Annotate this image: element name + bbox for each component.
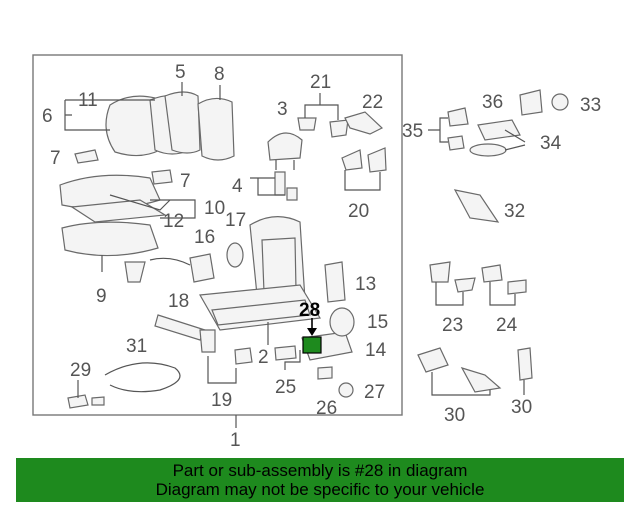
callout-20: 20 [348, 201, 369, 222]
callout-12: 12 [163, 211, 184, 232]
callout-30a: 30 [444, 405, 465, 426]
callout-24: 24 [496, 315, 518, 336]
info-banner: Part or sub-assembly is #28 in diagram D… [16, 458, 624, 502]
assembly-frame [32, 54, 403, 416]
seat-cushion-parts [59, 174, 196, 272]
callout-2: 2 [258, 347, 269, 368]
seat-back-cover-parts [64, 82, 235, 161]
callout-3: 3 [277, 99, 288, 120]
callout-26: 26 [316, 398, 337, 419]
seat-frame-assembly [199, 216, 321, 345]
callout-11: 11 [78, 90, 98, 111]
callout-22: 22 [362, 92, 383, 113]
parts-diagram: 1 2 3 4 5 6 7 7 8 9 10 11 12 13 14 15 16… [32, 54, 601, 451]
callout-18: 18 [168, 291, 189, 312]
callout-31: 31 [126, 336, 147, 357]
callout-6: 6 [42, 106, 53, 127]
callout-14: 14 [365, 340, 387, 361]
callout-15: 15 [367, 312, 388, 333]
callout-13: 13 [355, 274, 376, 295]
callout-36: 36 [482, 92, 503, 113]
callout-10: 10 [204, 198, 225, 219]
small-seat-parts [67, 149, 253, 409]
callout-7a: 7 [50, 148, 61, 169]
callout-7b: 7 [180, 171, 191, 192]
callout-8: 8 [214, 64, 225, 85]
part-28-highlight [302, 318, 322, 354]
callout-25: 25 [275, 377, 296, 398]
callout-23: 23 [442, 315, 463, 336]
callout-34: 34 [540, 133, 562, 154]
callout-33: 33 [580, 95, 601, 116]
banner-line-1: Part or sub-assembly is #28 in diagram [172, 461, 468, 480]
callout-1: 1 [230, 430, 241, 451]
callout-29: 29 [70, 360, 91, 381]
callout-9: 9 [96, 286, 107, 307]
banner-line-2: Diagram may not be specific to your vehi… [155, 480, 485, 499]
callout-16: 16 [194, 227, 215, 248]
callout-5: 5 [175, 62, 186, 83]
callout-21: 21 [310, 72, 331, 93]
callout-35: 35 [402, 121, 423, 142]
callout-28: 28 [299, 300, 320, 321]
callout-30b: 30 [511, 397, 532, 418]
callout-17: 17 [225, 210, 246, 231]
right-side-parts [417, 89, 569, 396]
headrest-parts [250, 93, 387, 201]
callout-19: 19 [211, 390, 232, 411]
callout-27: 27 [364, 382, 385, 403]
callout-32: 32 [504, 201, 525, 222]
callout-4: 4 [232, 176, 243, 197]
